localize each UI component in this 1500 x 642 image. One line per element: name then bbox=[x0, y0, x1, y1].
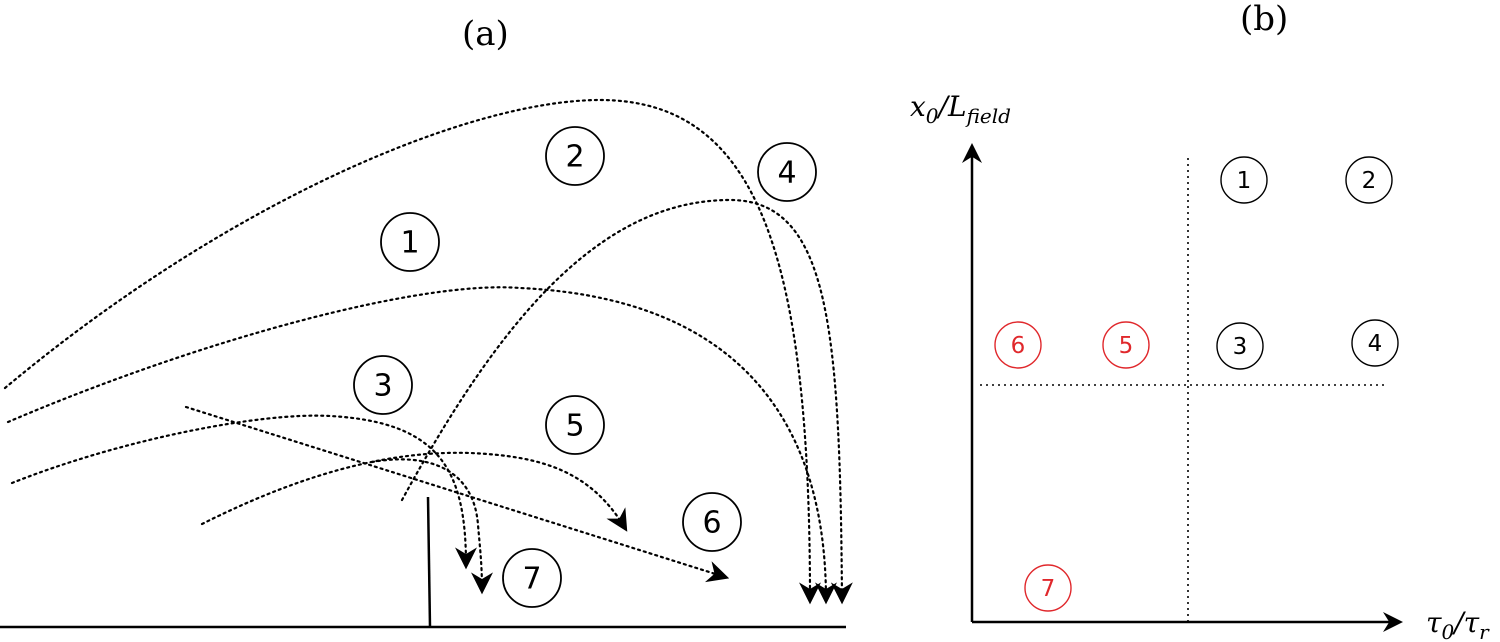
regime-label-7: 7 bbox=[1024, 564, 1072, 612]
regime-label-2: 2 bbox=[1345, 156, 1393, 204]
svg-text:7: 7 bbox=[1041, 576, 1056, 602]
svg-text:4: 4 bbox=[777, 156, 796, 191]
trajectory-6 bbox=[184, 405, 730, 583]
trajectory-label-1: 1 bbox=[380, 212, 440, 272]
trajectory-1 bbox=[6, 286, 837, 605]
trajectory-label-5: 5 bbox=[545, 395, 605, 455]
regime-label-5: 5 bbox=[1102, 321, 1150, 369]
regime-label-6: 6 bbox=[994, 321, 1042, 369]
svg-text:1: 1 bbox=[1237, 168, 1252, 194]
trajectory-3 bbox=[10, 414, 477, 570]
trajectory-label-group: 1 2 3 4 5 6 7 bbox=[353, 126, 817, 608]
svg-text:3: 3 bbox=[373, 369, 392, 404]
svg-text:4: 4 bbox=[1368, 331, 1383, 357]
obstacle-line bbox=[426, 496, 432, 628]
svg-text:1: 1 bbox=[400, 226, 419, 261]
svg-text:7: 7 bbox=[522, 562, 541, 597]
trajectory-label-3: 3 bbox=[353, 355, 413, 415]
svg-text:5: 5 bbox=[565, 409, 584, 444]
y-axis-label: x0/Lfield bbox=[910, 90, 1011, 128]
svg-text:2: 2 bbox=[1362, 168, 1377, 194]
svg-text:5: 5 bbox=[1119, 333, 1134, 359]
trajectories bbox=[3, 98, 853, 605]
panel-a-label: (a) bbox=[462, 14, 509, 54]
trajectory-7 bbox=[370, 458, 493, 595]
trajectory-label-7: 7 bbox=[502, 548, 562, 608]
regime-label-4: 4 bbox=[1351, 319, 1399, 367]
trajectory-label-2: 2 bbox=[545, 126, 605, 186]
trajectory-2 bbox=[3, 98, 821, 605]
svg-text:2: 2 bbox=[565, 140, 584, 175]
trajectory-4 bbox=[400, 198, 853, 605]
trajectory-label-4: 4 bbox=[757, 142, 817, 202]
svg-text:6: 6 bbox=[702, 506, 721, 541]
trajectory-label-6: 6 bbox=[682, 492, 742, 552]
regime-label-1: 1 bbox=[1220, 156, 1268, 204]
svg-text:3: 3 bbox=[1233, 334, 1248, 360]
trajectory-5 bbox=[200, 451, 628, 532]
svg-text:6: 6 bbox=[1011, 333, 1026, 359]
x-axis-label: τ0/τr bbox=[1426, 606, 1490, 642]
panel-b-label: (b) bbox=[1240, 0, 1288, 39]
regime-label-3: 3 bbox=[1216, 322, 1264, 370]
regime-label-group: 1 2 3 4 5 6 7 bbox=[994, 156, 1399, 612]
